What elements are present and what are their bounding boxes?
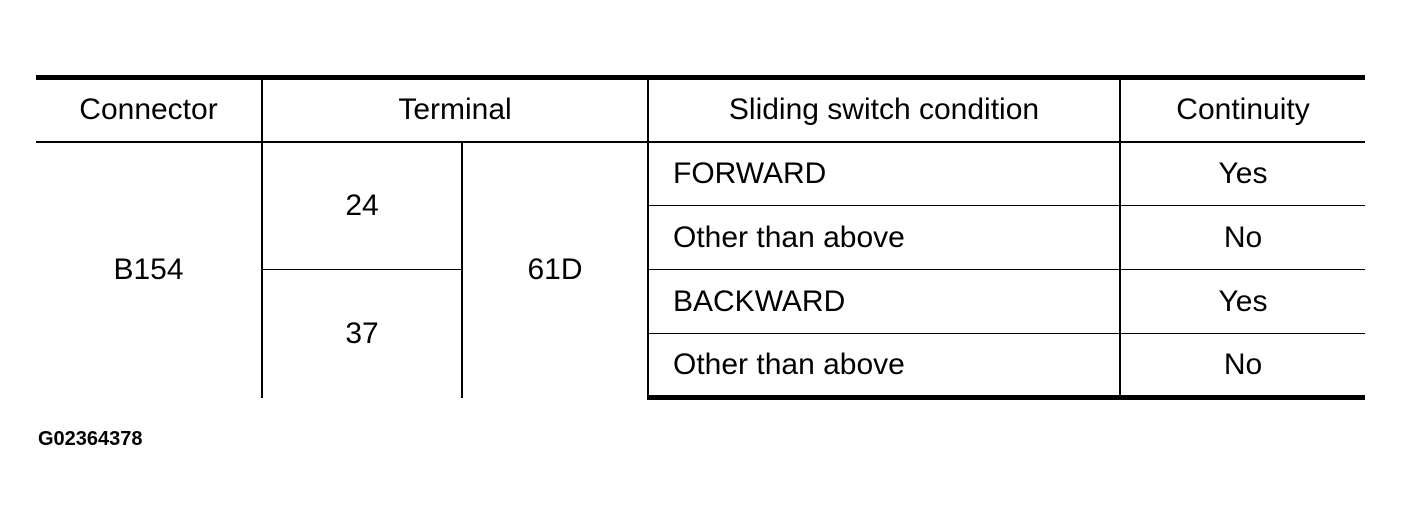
continuity-cell: No xyxy=(1119,333,1365,400)
condition-cell: FORWARD xyxy=(647,141,1120,206)
figure-id: G02364378 xyxy=(38,428,143,450)
continuity-cell: Yes xyxy=(1119,141,1365,206)
terminal-cell-37: 37 xyxy=(261,269,462,398)
continuity-table-container: Connector Terminal Sliding switch condit… xyxy=(36,75,1365,400)
terminal-cell-24: 24 xyxy=(261,141,462,270)
continuity-cell: No xyxy=(1119,205,1365,270)
connector-cell: B154 xyxy=(113,253,184,286)
table-row: 37 BACKWARD Yes xyxy=(36,269,1365,398)
continuity-cell: Yes xyxy=(1119,269,1365,334)
header-sliding-switch-condition: Sliding switch condition xyxy=(647,75,1120,143)
table-row: Other than above No xyxy=(36,333,1365,400)
condition-cell: BACKWARD xyxy=(647,269,1120,334)
table-row: B154 24 61D FORWARD Yes xyxy=(36,141,1365,398)
continuity-table: Connector Terminal Sliding switch condit… xyxy=(36,75,1365,400)
terminal-cell-61d: 61D xyxy=(461,141,648,398)
header-connector: Connector xyxy=(36,75,262,143)
table-header-row: Connector Terminal Sliding switch condit… xyxy=(36,75,1365,143)
condition-cell: Other than above xyxy=(647,205,1120,270)
table-row: Other than above No xyxy=(36,205,1365,270)
header-continuity: Continuity xyxy=(1119,75,1365,143)
condition-cell: Other than above xyxy=(647,333,1120,400)
header-terminal: Terminal xyxy=(261,75,648,143)
